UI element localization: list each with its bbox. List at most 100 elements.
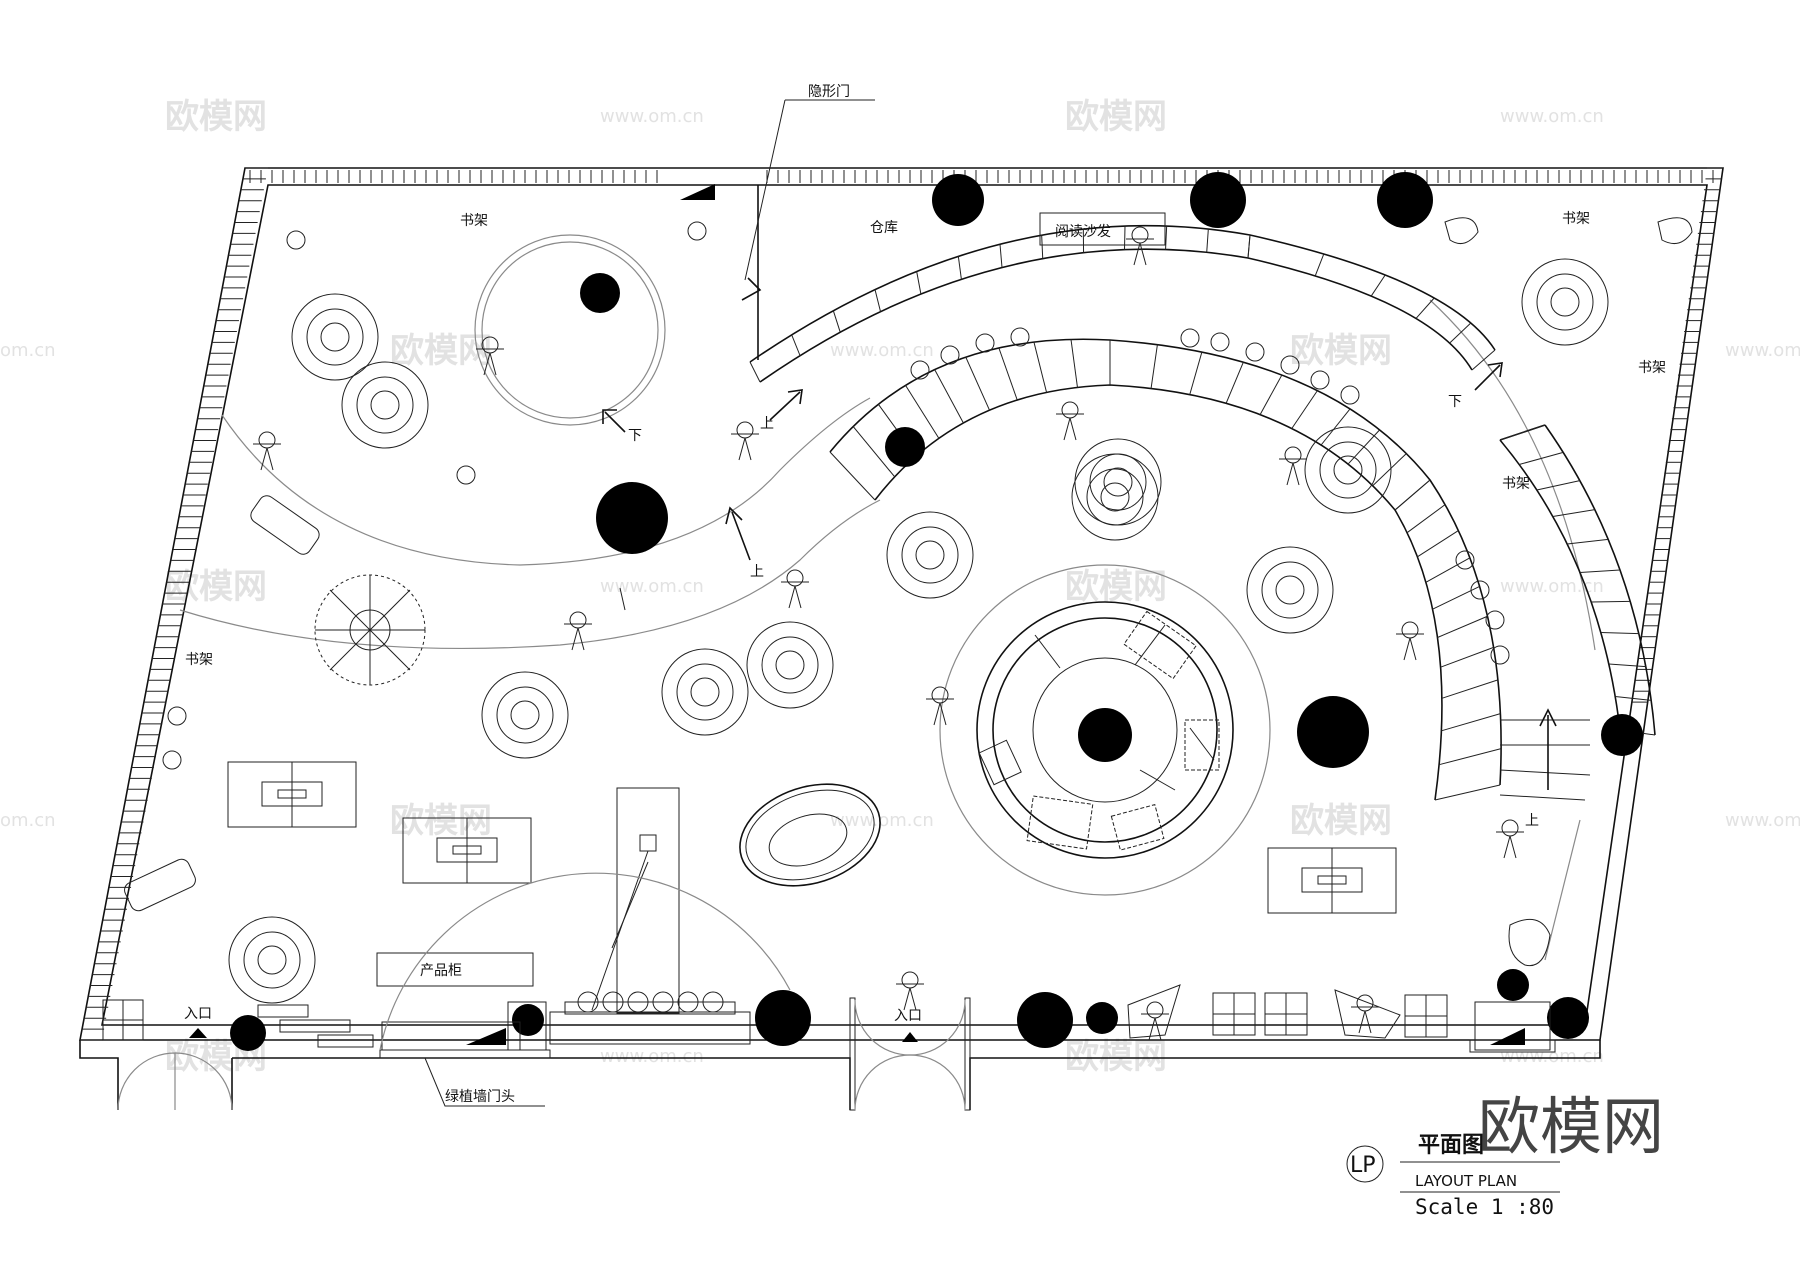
stack-unit [257,1004,309,1018]
round-table-inner [775,650,805,680]
person-icon [1401,621,1419,639]
small-stool [286,230,306,250]
watermarks: 欧模网 www.om.cn 欧模网 www.om.cn om.cn 欧模网 ww… [0,97,1800,1077]
shelf-cell [1552,509,1595,517]
shelf-cell [1247,234,1251,259]
shelf-cell [874,289,881,312]
round-table-inner [1275,575,1305,605]
shelf-cell [1259,374,1283,415]
shelf-cell [1206,228,1209,253]
outer-walls [79,167,1724,1110]
shelf-cell [1124,226,1126,250]
round-table-inner [320,322,350,352]
column [885,427,925,467]
perimeter-bookshelf-left [80,167,268,1041]
shelf-cell [749,361,761,383]
person-body [1496,831,1524,859]
down-label: 下 [628,428,642,444]
watermark-url: www.om.cn [1500,106,1604,127]
watermark-url: om.cn [0,810,56,831]
column [1601,714,1643,756]
person-body [564,623,592,651]
person-body [926,698,954,726]
shelf-cell [791,334,801,356]
shelf-cell [1370,274,1386,297]
structural-columns [230,172,1643,1051]
round-table-mid [761,636,819,694]
column [230,1015,266,1051]
column [512,1004,544,1036]
bar-stool [975,333,995,353]
shelf-cell [1425,557,1471,583]
watermark-brand: 欧模网 [390,331,492,371]
curved-bookshelf-outer [749,224,1596,651]
display-zone-circle [474,234,666,426]
triangle-stool [602,991,624,1013]
bar-stool [1245,342,1265,362]
shelf-cell [934,369,964,424]
shelf-cell [1291,390,1318,429]
green-wall-door-header-label: 绿植墙门头 [445,1089,515,1105]
rect-display-table [1267,847,1397,914]
shelf-cell [1320,408,1351,446]
shelf-cell [1519,451,1564,465]
person-icon [1284,446,1302,464]
reading-sofa-label: 阅读沙发 [1055,223,1111,240]
person-icon [1501,819,1519,837]
shelf-cell [852,426,896,478]
rect-display-table [227,761,357,828]
plant-icon [314,574,426,686]
person-icon [569,611,587,629]
small-stools [162,221,707,770]
green-wall-door-header-callout: 绿植墙门头 [424,1057,545,1107]
watermark-brand: 欧模网 [165,97,267,137]
round-table-mid [496,686,554,744]
rect-display-table [402,817,532,884]
watermark-url: www.om.cn [1500,576,1604,597]
round-table-outer [886,511,974,599]
round-table-outer [1246,546,1334,634]
curved-bookshelf-outer-cells [749,226,1496,383]
bar-stool [1470,580,1490,600]
hidden-door-label: 隐形门 [808,84,850,100]
shelf-cell [905,385,940,439]
bar-stool [1010,327,1030,347]
column [1547,997,1589,1039]
shelf-cell [1041,235,1044,259]
watermark-url: www.om.cn [830,810,934,831]
shelf-cell [1591,600,1631,603]
walkway-curves [179,397,881,650]
shelf-cell [832,310,841,333]
person-icon [1131,226,1149,244]
bookshelf-label: 书架 [185,652,213,668]
shelf-cell [1434,784,1501,801]
shelf-cell [1417,530,1459,558]
lounge-chair-icon [1127,217,1693,1039]
round-table-inner [690,677,720,707]
column [1078,708,1132,762]
shelf-cell [1165,226,1168,250]
bookshelf-label: 书架 [1502,476,1530,492]
main-entrance: 入口 [849,997,971,1111]
up-label: 上 [760,416,774,432]
triangle-stools [577,991,724,1013]
shelf-cell [916,271,922,295]
column [1017,992,1073,1048]
round-table-inner [1103,467,1133,497]
bar-stool [1455,550,1475,570]
person-body [1126,238,1154,266]
shelf-cell [1189,351,1203,395]
shelf-cell [1536,480,1580,491]
watermark-brand: 欧模网 [165,567,267,607]
triangle-stool [627,991,649,1013]
bar-stool [940,345,960,365]
shelf-cell [1438,748,1502,766]
round-table-outer [1304,426,1392,514]
product-cabinet-label: 产品柜 [420,963,462,979]
round-table-mid [901,526,959,584]
stack-unit [279,1019,351,1033]
triangle-stool [702,991,724,1013]
person-icon [931,686,949,704]
bar-stool [1180,328,1200,348]
